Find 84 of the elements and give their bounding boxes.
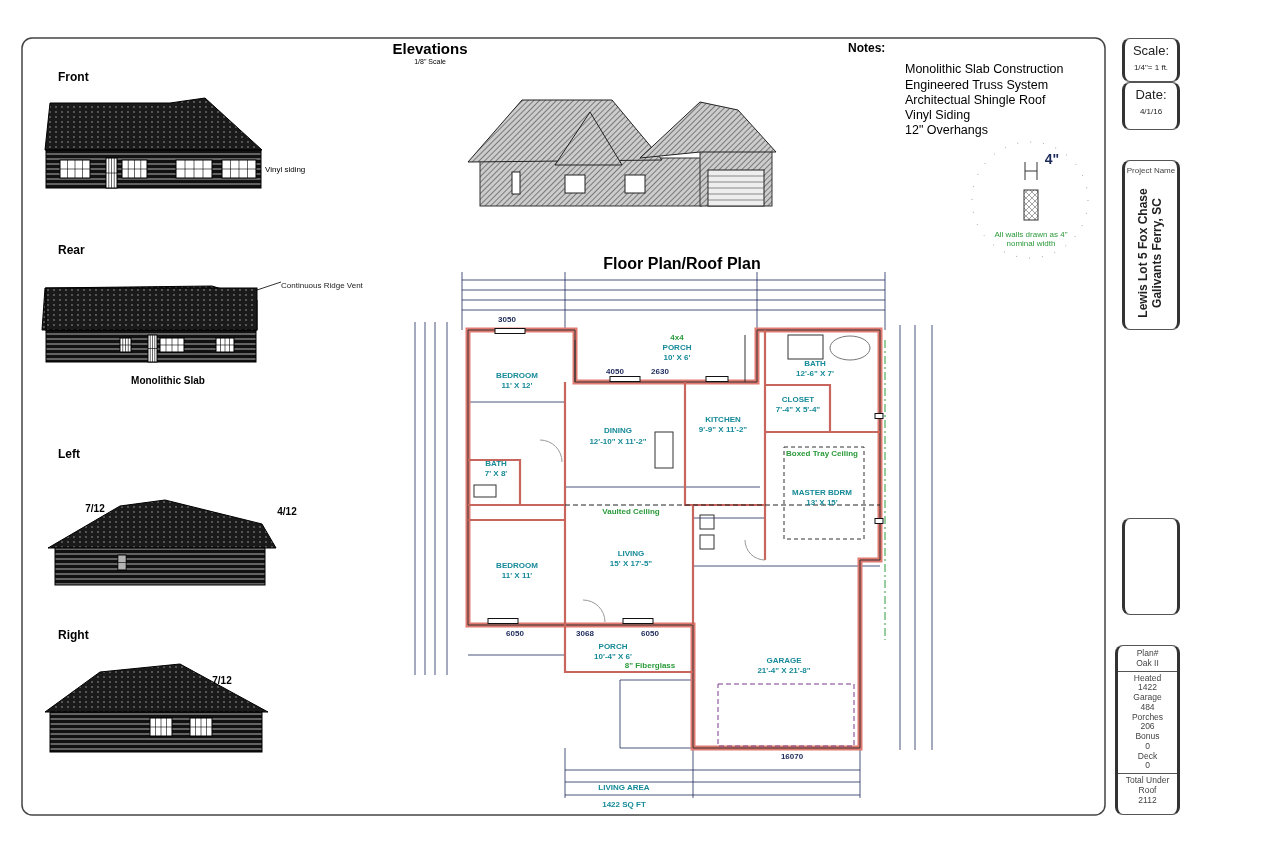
section-heading: Rear	[58, 244, 85, 258]
scale-box	[1122, 38, 1180, 82]
field-label: Plan#	[1135, 649, 1160, 659]
plan-note: 4x4	[670, 333, 684, 343]
field-label: Project Name	[1125, 166, 1177, 176]
plan-summary-box	[1115, 645, 1180, 815]
roof-pitch-label: 4/12	[277, 505, 297, 517]
room-dimension: 15' X 17'-5"	[609, 559, 653, 569]
construction-note: 12" Overhangs	[905, 124, 988, 138]
notes-box	[1122, 518, 1180, 615]
opening-code: 6050	[641, 629, 659, 639]
room-dimension: 10'-4" X 6'	[594, 652, 632, 662]
room-dimension: 12'-10" X 11'-2"	[589, 437, 647, 447]
field-value: 1/4"= 1 ft.	[1132, 62, 1170, 73]
section-heading: Notes:	[848, 42, 886, 56]
room-name: LIVING AREA	[598, 783, 650, 793]
room-name: BEDROOM	[496, 561, 538, 571]
roof-drawing	[46, 288, 257, 330]
room-dimension: 21'-4" X 21'-8"	[757, 666, 811, 676]
roof-pitch-label: 7/12	[85, 502, 105, 514]
field-label: Porches	[1130, 712, 1165, 723]
room-dimension: 11' X 11'	[501, 571, 533, 581]
project-name-box	[1122, 160, 1180, 330]
construction-note: Vinyl Siding	[905, 109, 971, 123]
construction-note: Engineered Truss System	[905, 79, 1049, 93]
field-value: 4/1/16	[1138, 106, 1164, 117]
field-value: 0	[1144, 741, 1151, 752]
field-label: Scale:	[1131, 44, 1171, 59]
room-name: GARAGE	[766, 656, 802, 666]
room-dimension: 7' X 8'	[484, 469, 508, 479]
construction-note: Monolithic Slab Construction	[905, 63, 1064, 77]
room-name: CLOSET	[781, 395, 815, 405]
field-label: Deck	[1136, 751, 1159, 762]
plan-note: 8" Fiberglass	[624, 661, 676, 671]
room-name: LIVING	[617, 549, 645, 559]
room-dimension: 13' X 15'	[806, 498, 838, 508]
construction-note: Architectual Shingle Roof	[905, 94, 1046, 108]
room-name: PORCH	[598, 642, 628, 652]
field-value: Oak II	[1118, 658, 1177, 672]
room-dimension: 10' X 6'	[663, 353, 691, 363]
room-name: KITCHEN	[705, 415, 741, 425]
room-dimension: 11' X 12'	[501, 381, 533, 391]
field-label: Garage	[1132, 693, 1163, 703]
room-dimension: 1422 SQ FT	[602, 800, 646, 810]
field-value: 206	[1139, 722, 1156, 733]
opening-code: 6050	[506, 629, 524, 639]
field-label: Heated	[1132, 673, 1163, 684]
wall-width-label: 4"	[1044, 152, 1060, 168]
field-label: Date:	[1134, 88, 1168, 103]
opening-code: 2630	[651, 367, 669, 377]
field-label: Bonus	[1134, 732, 1161, 742]
section-heading: Elevations	[392, 40, 468, 58]
room-name: DINING	[604, 426, 632, 436]
room-dimension: 12'-6" X 7'	[796, 369, 834, 379]
plan-note: Vaulted Ceiling	[602, 507, 660, 517]
section-heading: Left	[58, 448, 80, 462]
room-dimension: 7'-4" X 5'-4"	[775, 405, 821, 415]
plan-note: Boxed Tray Ceiling	[786, 449, 858, 459]
section-heading: Floor Plan/Roof Plan	[603, 255, 761, 273]
material-note: Vinyl siding	[265, 165, 306, 175]
wall-width-note: All walls drawn as 4" nominal width	[993, 231, 1069, 249]
roof-pitch-label: 7/12	[212, 674, 232, 686]
project-name: Lewis Lot 5 Fox Chase Galivants Ferry, SC	[1137, 188, 1165, 319]
room-dimension: 9'-9" X 11'-2"	[698, 425, 748, 435]
room-name: BEDROOM	[496, 371, 538, 381]
section-heading: Front	[58, 71, 89, 85]
field-label: Total Under Roof	[1124, 776, 1171, 796]
room-name: BATH	[485, 459, 507, 469]
foundation-note: Monolithic Slab	[131, 374, 205, 386]
room-name: PORCH	[662, 343, 692, 353]
field-value: 0	[1118, 761, 1177, 775]
room-name: MASTER BDRM	[792, 488, 852, 498]
room-name: BATH	[804, 359, 826, 369]
leader-line	[256, 281, 282, 291]
field-value: 2112	[1137, 795, 1158, 806]
opening-code: 16070	[780, 752, 804, 762]
field-value: 484	[1140, 702, 1155, 713]
callout-text: Continuous Ridge Vent	[281, 281, 364, 291]
opening-code: 3050	[498, 315, 516, 325]
opening-code: 3068	[576, 629, 594, 639]
section-heading: Right	[58, 629, 89, 643]
field-value: 1422	[1137, 683, 1158, 694]
date-box	[1122, 82, 1180, 130]
opening-code: 4050	[606, 367, 624, 377]
